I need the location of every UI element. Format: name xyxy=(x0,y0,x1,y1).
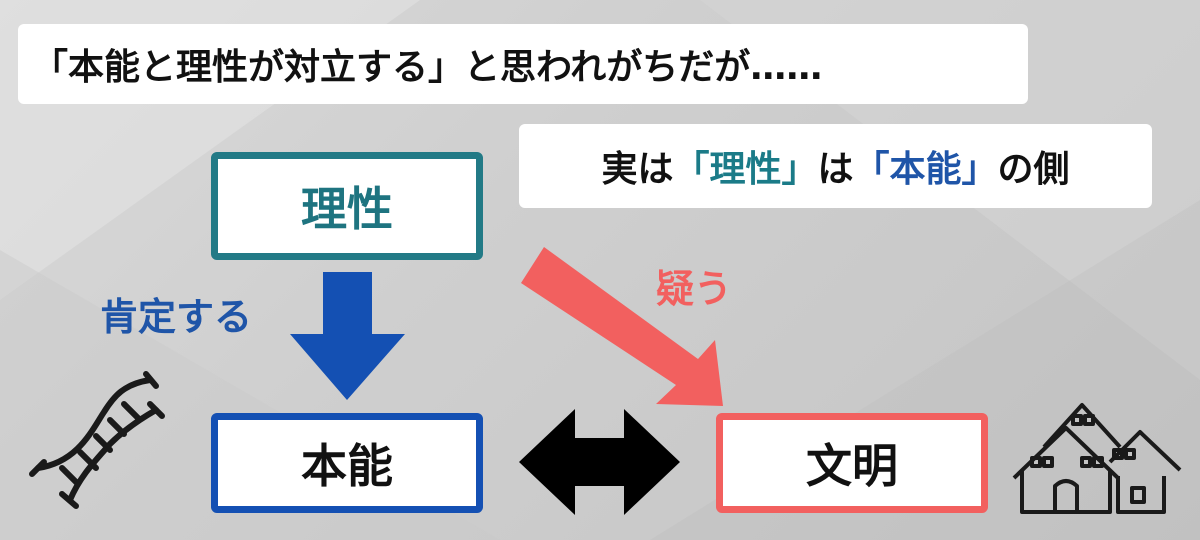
double-arrow xyxy=(519,409,680,515)
thesis-part-3: は xyxy=(817,149,854,190)
intro-callout-text: 「本能と理性が対立する」と思われがちだが…… xyxy=(32,47,823,88)
thesis-part-1: 実は xyxy=(601,149,674,190)
thesis-part-5: の側 xyxy=(997,149,1070,190)
houses-icon xyxy=(1012,403,1182,514)
dna-icon xyxy=(29,371,165,509)
civilization-box: 文明 xyxy=(716,413,988,513)
affirm-label: 肯定する xyxy=(100,295,253,339)
thesis-highlight-reason: 「理性」 xyxy=(673,149,818,190)
civilization-label: 文明 xyxy=(806,439,898,493)
intro-callout: 「本能と理性が対立する」と思われがちだが…… xyxy=(18,24,1028,104)
affirm-arrow xyxy=(290,272,405,400)
doubt-arrow xyxy=(521,247,723,406)
reason-label: 理性 xyxy=(301,182,393,236)
instinct-label: 本能 xyxy=(301,439,393,493)
instinct-box: 本能 xyxy=(211,413,483,513)
thesis-callout: 実は 「理性」 は 「本能」 の側 xyxy=(519,124,1152,208)
thesis-highlight-instinct: 「本能」 xyxy=(853,149,998,190)
doubt-label: 疑う xyxy=(656,267,733,311)
reason-box: 理性 xyxy=(211,152,483,260)
